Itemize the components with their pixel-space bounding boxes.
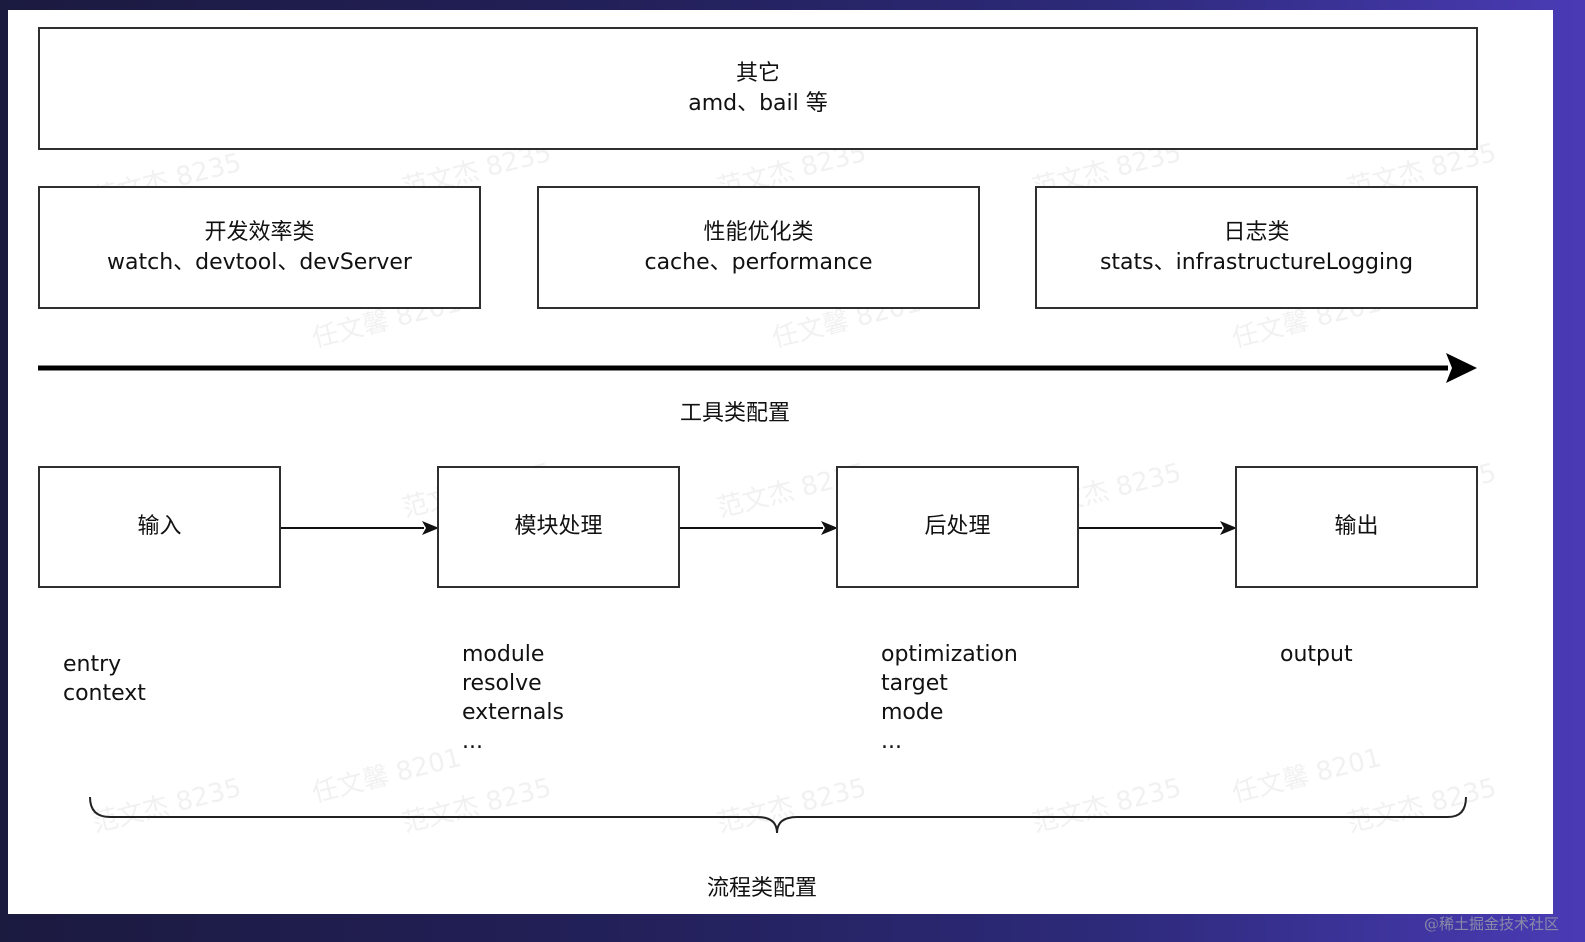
flow-step-label: 输入 bbox=[137, 514, 182, 539]
flow-step-module-box: 模块处理 bbox=[437, 466, 680, 588]
flow-step-postprocess-box: 后处理 bbox=[836, 466, 1079, 588]
config-item: output bbox=[1280, 642, 1353, 667]
logging-detail: stats、infrastructureLogging bbox=[1099, 249, 1414, 275]
flow-step-label: 输出 bbox=[1334, 514, 1379, 539]
performance-box: 性能优化类 cache、performance bbox=[537, 186, 980, 309]
config-item: entry bbox=[63, 652, 122, 677]
performance-detail: cache、performance bbox=[644, 249, 873, 275]
diagram-canvas bbox=[8, 10, 1553, 914]
tool-axis-arrowhead bbox=[1446, 353, 1477, 383]
output-config-list: output bbox=[1280, 640, 1353, 669]
flow-step-label: 后处理 bbox=[924, 514, 991, 539]
config-item: mode bbox=[881, 700, 944, 725]
config-item: context bbox=[63, 681, 146, 706]
flow-arrowhead bbox=[422, 521, 439, 535]
other-config-detail: amd、bail 等 bbox=[688, 90, 828, 116]
flow-step-input-box: 输入 bbox=[38, 466, 281, 588]
dev-efficiency-box: 开发效率类 watch、devtool、devServer bbox=[38, 186, 481, 309]
other-config-title: 其它 bbox=[735, 60, 780, 86]
postprocess-config-list: optimization target mode ... bbox=[881, 640, 1018, 756]
source-credit: @稀土掘金技术社区 bbox=[1423, 915, 1559, 933]
config-item: ... bbox=[881, 729, 902, 754]
other-config-box: 其它 amd、bail 等 bbox=[38, 27, 1478, 150]
logging-title: 日志类 bbox=[1223, 219, 1290, 245]
dev-efficiency-title: 开发效率类 bbox=[204, 219, 315, 245]
config-item: externals bbox=[462, 700, 564, 725]
flow-step-label: 模块处理 bbox=[514, 514, 603, 539]
config-item: resolve bbox=[462, 671, 542, 696]
flow-arrowhead bbox=[1220, 521, 1237, 535]
dev-efficiency-detail: watch、devtool、devServer bbox=[107, 249, 412, 275]
config-item: target bbox=[881, 671, 948, 696]
flow-arrowhead bbox=[821, 521, 838, 535]
config-item: ... bbox=[462, 729, 483, 754]
logging-box: 日志类 stats、infrastructureLogging bbox=[1035, 186, 1478, 309]
flow-config-brace bbox=[89, 796, 1467, 834]
flow-config-label: 流程类配置 bbox=[707, 876, 818, 901]
config-item: module bbox=[462, 642, 545, 667]
performance-title: 性能优化类 bbox=[703, 219, 814, 245]
tool-config-label: 工具类配置 bbox=[680, 401, 791, 426]
input-config-list: entry context bbox=[63, 650, 146, 708]
flow-step-output-box: 输出 bbox=[1235, 466, 1478, 588]
module-config-list: module resolve externals ... bbox=[462, 640, 564, 756]
config-item: optimization bbox=[881, 642, 1018, 667]
